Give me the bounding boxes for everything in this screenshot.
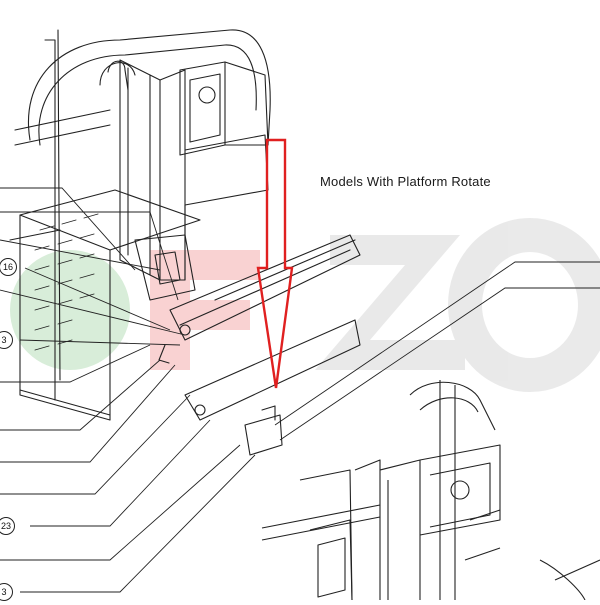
callout-3: 3 <box>0 331 13 349</box>
detail-view-assembly <box>261 380 600 601</box>
leader-lines <box>0 187 600 593</box>
diagram-caption: Models With Platform Rotate <box>320 174 491 189</box>
callout-23: 23 <box>0 517 15 535</box>
upper-assembly <box>9 29 361 456</box>
watermark-logo <box>10 218 600 392</box>
callout-16: 16 <box>0 258 17 276</box>
red-indicator-arrow <box>256 138 294 389</box>
